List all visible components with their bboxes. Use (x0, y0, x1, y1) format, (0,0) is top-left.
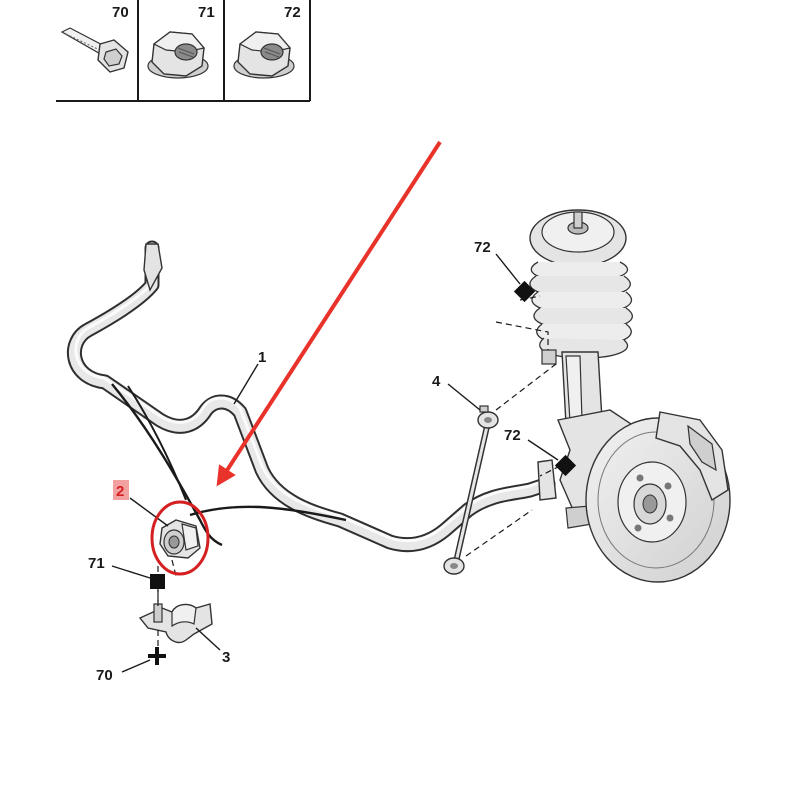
highlight-circle (150, 500, 210, 576)
highlight-arrow (216, 140, 442, 487)
callout-nut-link-top: 72 (474, 239, 491, 256)
leader-line (527, 439, 559, 461)
clamp-nut-marker (150, 574, 165, 589)
flange-nut-icon (147, 31, 209, 79)
legend-number: 72 (284, 4, 301, 21)
nut-marker (554, 454, 577, 477)
callout-nut-link-bottom: 72 (504, 427, 521, 444)
assembly-line (539, 465, 561, 477)
callout-bushing-clamp: 3 (222, 649, 230, 666)
legend-number: 71 (198, 4, 215, 21)
callout-bolt-clamp: 70 (96, 667, 113, 684)
hardware-legend-table: 70 71 72 (56, 0, 311, 102)
assembly-line (495, 321, 549, 350)
leader-line (195, 627, 221, 651)
flange-nut-icon (233, 31, 295, 79)
bar-position-line (189, 505, 347, 522)
leader-line (495, 253, 521, 285)
torx-bolt-icon (60, 27, 129, 73)
highlight-label-box (113, 480, 129, 500)
stabilizer-link-rod (443, 405, 499, 575)
leader-line (121, 659, 151, 673)
assembly-line (495, 363, 557, 411)
callout-link-rod: 4 (432, 373, 441, 390)
leader-line (129, 497, 169, 527)
nut-marker (513, 280, 536, 303)
leader-line (111, 565, 151, 579)
legend-number: 70 (112, 4, 129, 21)
bushing-clamp (138, 603, 213, 644)
stabilizer-bar (66, 240, 556, 553)
callout-nut-clamp: 71 (88, 555, 105, 572)
bar-position-line (127, 385, 187, 501)
leader-line (233, 363, 259, 405)
assembly-line (465, 509, 533, 557)
leader-line (447, 383, 481, 411)
clamp-bolt-marker (148, 647, 166, 665)
callout-bushing: 2 (116, 483, 124, 500)
callout-stabilizer-bar: 1 (258, 349, 266, 366)
stabilizer-bushing (159, 519, 201, 559)
brake-disc (585, 411, 731, 583)
